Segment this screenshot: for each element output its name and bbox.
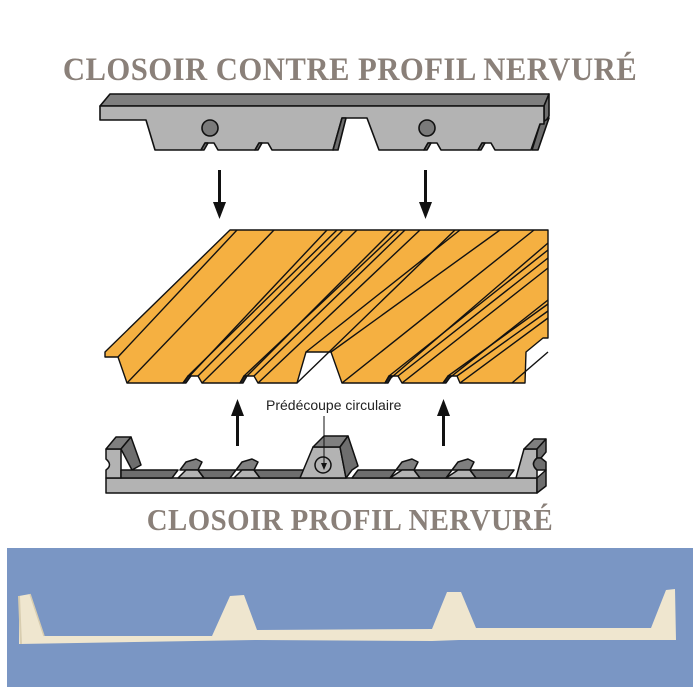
title-closoir-profil: CLOSOIR PROFIL NERVURÉ: [146, 502, 554, 537]
product-photo-panel: [7, 548, 693, 687]
foam-strip-photo: [18, 589, 676, 645]
arrow-up-icon: [437, 399, 450, 446]
exploded-assembly-diagram: [99, 93, 550, 494]
ribbed-sheet-illustration: [104, 229, 549, 384]
arrow-down-icon: [213, 170, 226, 219]
bottom-closoir-illustration: [105, 435, 547, 494]
top-closoir-illustration: [99, 93, 550, 151]
precut-leader-line: [321, 416, 327, 470]
title-closoir-contre-profil: CLOSOIR CONTRE PROFIL NERVURÉ: [62, 52, 638, 88]
arrow-down-icon: [419, 170, 432, 219]
arrow-up-icon: [231, 399, 244, 446]
precut-label: Prédécoupe circulaire: [266, 397, 402, 413]
